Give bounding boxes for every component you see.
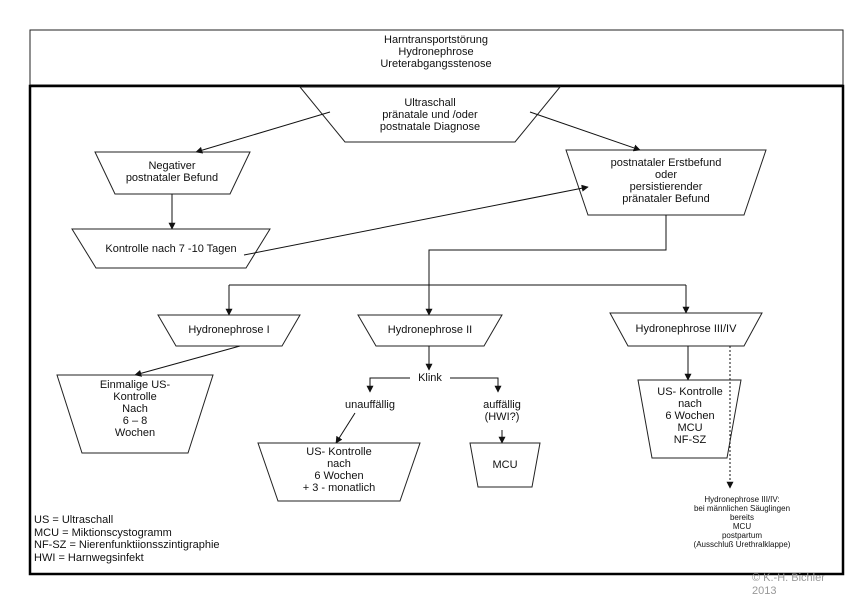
node-us-kontrolle-2: US- Kontrolle nach 6 Wochen + 3 - monatl… bbox=[279, 446, 399, 494]
node-einmalig-line-3: Nach bbox=[122, 403, 148, 415]
line-erstbefund-branch bbox=[428, 215, 667, 285]
node-us-kontrolle-2-line-2: nach bbox=[327, 458, 351, 470]
legend-item-nfsz: NF-SZ = Nierenfunktiionsszintigraphie bbox=[34, 539, 220, 551]
node-kontrolle-shape bbox=[71, 228, 271, 269]
legend-item-us: US = Ultraschall bbox=[34, 514, 114, 526]
legend-item-hwi: HWI = Harnwegsinfekt bbox=[34, 551, 144, 564]
legend: US = Ultraschall MCU = Miktionscystogram… bbox=[34, 514, 220, 564]
node-einmalig-shape bbox=[56, 374, 214, 454]
node-us-kontrolle-34-line-2: nach bbox=[678, 398, 702, 410]
node-ultraschall-line-1: Ultraschall bbox=[404, 97, 456, 109]
node-us-kontrolle-34-line-4: MCU bbox=[677, 422, 703, 434]
node-hn2-line-1: Hydronephrose II bbox=[387, 324, 473, 336]
node-negativ-line-2: postnataler Befund bbox=[125, 172, 219, 184]
title-box bbox=[29, 29, 844, 86]
node-us-kontrolle-2-line-4: + 3 - monatlich bbox=[302, 482, 376, 494]
note-hn34-line-4: MCU bbox=[732, 522, 752, 531]
node-erstbefund-line-2: oder bbox=[654, 169, 678, 181]
node-mcu-shape bbox=[469, 442, 541, 488]
copyright: © K.-H. Bichler 2013 bbox=[752, 572, 825, 598]
node-hn34: Hydronephrose III/IV bbox=[621, 323, 751, 335]
label-unauffaellig-text: unauffällig bbox=[345, 399, 395, 411]
node-hn34-line-1: Hydronephrose III/IV bbox=[635, 323, 737, 335]
node-hn34-shape bbox=[609, 312, 763, 347]
node-ultraschall-line-2: pränatale und /oder bbox=[382, 109, 478, 121]
legend-item-mcu: MCU = Miktionscystogramm bbox=[34, 526, 172, 539]
label-klink-text: Klink bbox=[418, 372, 442, 384]
node-einmalig: Einmalige US- Kontrolle Nach 6 – 8 Woche… bbox=[75, 379, 195, 439]
node-negativ-line-1: Negativer bbox=[148, 160, 196, 172]
label-klink: Klink bbox=[410, 372, 450, 384]
note-hn34-line-6: (Ausschluß Urethralklappe) bbox=[693, 540, 791, 549]
node-erstbefund-line-1: postnataler Erstbefund bbox=[610, 157, 722, 169]
line-klink-right bbox=[447, 377, 502, 393]
node-erstbefund: postnataler Erstbefund oder persistieren… bbox=[586, 157, 746, 205]
copyright-line-2: 2013 bbox=[752, 585, 777, 597]
note-hn34: Hydronephrose III/IV: bei männlichen Säu… bbox=[672, 495, 812, 549]
arrow-ultraschall-erstbefund bbox=[529, 111, 641, 152]
note-hn34-line-1: Hydronephrose III/IV: bbox=[704, 495, 780, 504]
title-line-3: Ureterabgangsstenose bbox=[380, 58, 492, 70]
node-ultraschall-shape bbox=[298, 86, 562, 143]
label-unauffaellig: unauffällig bbox=[330, 399, 410, 411]
arrow-kontrolle-erstbefund bbox=[243, 184, 589, 256]
note-hn34-line-3: bereits bbox=[729, 513, 754, 522]
title-line-1: Harntransportstörung bbox=[384, 34, 488, 46]
label-auffaellig-line-2: (HWI?) bbox=[484, 411, 520, 423]
node-ultraschall-line-3: postnatale Diagnose bbox=[379, 121, 481, 133]
node-erstbefund-line-3: persistierender bbox=[629, 181, 703, 193]
node-mcu: MCU bbox=[475, 459, 535, 471]
node-hn1-shape bbox=[157, 314, 301, 347]
node-us-kontrolle-2-line-1: US- Kontrolle bbox=[306, 446, 372, 458]
node-us-kontrolle-2-line-3: 6 Wochen bbox=[314, 470, 364, 482]
label-auffaellig: auffällig (HWI?) bbox=[468, 399, 536, 423]
node-us-kontrolle-34-line-5: NF-SZ bbox=[673, 434, 707, 446]
node-negativ: Negativer postnataler Befund bbox=[112, 160, 232, 184]
node-mcu-line-1: MCU bbox=[492, 459, 518, 471]
note-hn34-line-5: postpartum bbox=[721, 531, 763, 540]
node-einmalig-line-5: Wochen bbox=[114, 427, 156, 439]
main-frame bbox=[28, 84, 845, 576]
note-hn34-line-2: bei männlichen Säuglingen bbox=[693, 504, 791, 513]
title-text: Harntransportstörung Hydronephrose Urete… bbox=[336, 34, 536, 70]
node-hn2: Hydronephrose II bbox=[369, 324, 491, 336]
node-hn1-line-1: Hydronephrose I bbox=[188, 324, 270, 336]
node-einmalig-line-4: 6 – 8 bbox=[122, 415, 148, 427]
arrow-unauffaellig-us bbox=[335, 412, 356, 444]
title-line-2: Hydronephrose bbox=[398, 46, 474, 58]
node-us-kontrolle-34-line-3: 6 Wochen bbox=[665, 410, 715, 422]
node-kontrolle-line-1: Kontrolle nach 7 -10 Tagen bbox=[105, 243, 237, 255]
node-hn1: Hydronephrose I bbox=[169, 324, 289, 336]
node-us-kontrolle-34-shape bbox=[637, 379, 742, 459]
node-us-kontrolle-34-line-1: US- Kontrolle bbox=[657, 386, 723, 398]
node-erstbefund-line-4: pränataler Befund bbox=[622, 193, 710, 205]
copyright-line-1: © K.-H. Bichler bbox=[752, 572, 825, 584]
arrow-hn1-einmalig bbox=[134, 345, 241, 377]
node-erstbefund-shape bbox=[565, 149, 767, 216]
node-us-kontrolle-2-shape bbox=[257, 442, 421, 502]
node-einmalig-line-2: Kontrolle bbox=[113, 391, 157, 403]
node-kontrolle: Kontrolle nach 7 -10 Tagen bbox=[96, 243, 246, 255]
node-hn2-shape bbox=[357, 314, 503, 347]
label-auffaellig-line-1: auffällig bbox=[483, 399, 521, 411]
arrow-ultraschall-negativ bbox=[195, 111, 331, 154]
node-ultraschall: Ultraschall pränatale und /oder postnata… bbox=[330, 97, 530, 133]
node-einmalig-line-1: Einmalige US- bbox=[99, 379, 171, 391]
line-klink-left bbox=[366, 377, 412, 393]
node-us-kontrolle-34: US- Kontrolle nach 6 Wochen MCU NF-SZ bbox=[640, 386, 740, 446]
